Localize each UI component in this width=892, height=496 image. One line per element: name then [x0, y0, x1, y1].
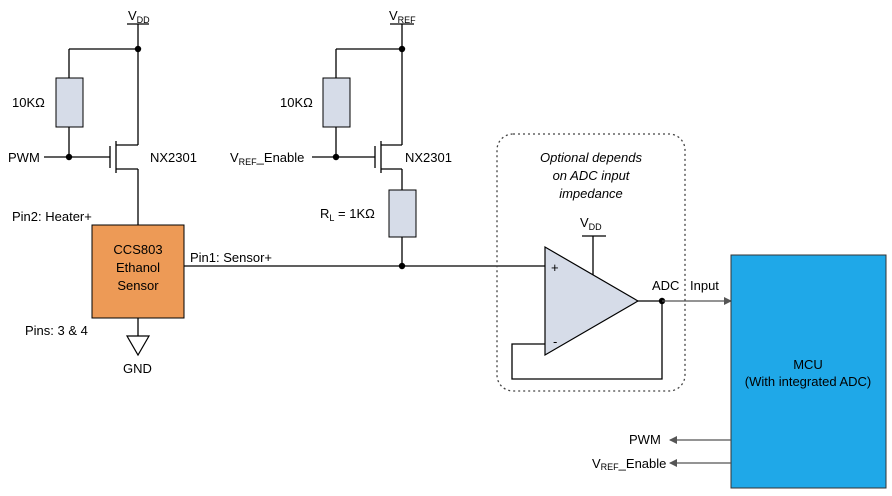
mcu-title: MCU — [793, 357, 823, 372]
pins34-label: Pins: 3 & 4 — [25, 323, 88, 338]
resistor-10k-right-label: 10KΩ — [280, 95, 313, 110]
pwm-input-label: PWM — [8, 150, 40, 165]
junction-dot — [65, 153, 73, 161]
adc-label: ADC — [652, 278, 679, 293]
mosfet-q2-label: NX2301 — [405, 150, 452, 165]
optional-note-line1: Optional depends — [540, 150, 642, 165]
mosfet-q2 — [374, 49, 403, 190]
resistor-rl-label: RL = 1KΩ — [320, 206, 375, 223]
pin1-label: Pin1: Sensor+ — [190, 250, 272, 265]
svg-text:VREF: VREF — [389, 8, 416, 25]
pin2-label: Pin2: Heater+ — [12, 209, 92, 224]
svg-text:VDD: VDD — [128, 8, 150, 25]
resistor-10k-right — [322, 77, 351, 128]
pwm-output-label: PWM — [629, 432, 661, 447]
resistor-10k-left — [55, 77, 84, 128]
mcu-subtitle: (With integrated ADC) — [745, 374, 871, 389]
opamp-minus-sign: - — [553, 334, 557, 349]
mosfet-q1 — [109, 49, 139, 225]
input-label: Input — [690, 278, 719, 293]
ground-symbol — [125, 335, 151, 357]
vref-enable-input-label: VREF_Enable — [230, 150, 304, 167]
optional-note-line3: impedance — [559, 186, 623, 201]
vdd-supply-top: VDD — [127, 8, 150, 25]
sensor-line1: CCS803 — [113, 242, 162, 257]
opamp-plus-sign: + — [551, 260, 559, 275]
junction-dot — [332, 153, 340, 161]
mcu-block — [730, 254, 887, 489]
resistor-10k-left-label: 10KΩ — [12, 95, 45, 110]
feedback-wire — [511, 301, 663, 380]
sensor-line3: Sensor — [117, 278, 159, 293]
vref-enable-output-label: VREF_Enable — [592, 456, 666, 472]
svg-text:VDD: VDD — [580, 215, 602, 232]
ccs803-sensor-block — [91, 224, 185, 319]
mosfet-q1-label: NX2301 — [150, 150, 197, 165]
opamp-buffer — [544, 245, 640, 357]
vdd-supply-opamp: VDD — [580, 215, 606, 237]
sensor-line2: Ethanol — [116, 260, 160, 275]
resistor-rl — [388, 189, 417, 238]
optional-note-line2: on ADC input — [553, 168, 631, 183]
vref-supply-top: VREF — [389, 8, 416, 25]
gnd-label: GND — [123, 361, 152, 376]
